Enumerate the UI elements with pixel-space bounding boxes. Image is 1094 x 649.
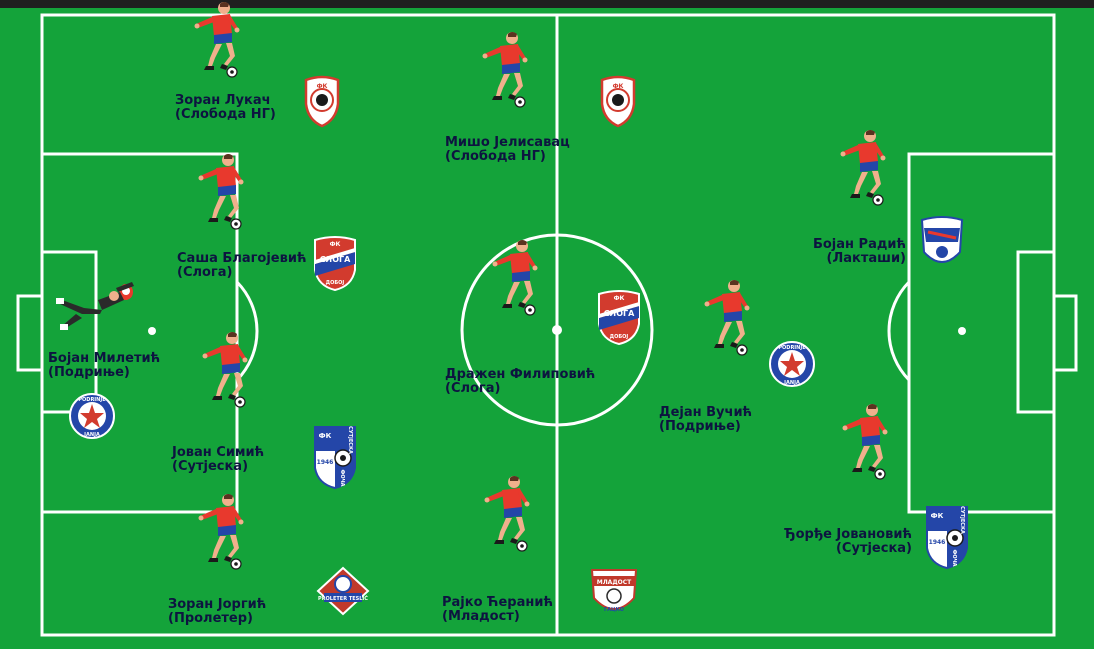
player-figure-icon: [194, 152, 250, 232]
player-club: (Слобода НГ): [445, 150, 570, 164]
player-name: Мишо Јелисавац: [445, 136, 570, 150]
sloga-crest-city: ДОБОЈ: [610, 334, 629, 340]
player-figure-icon: [190, 0, 246, 80]
sutjeska-crest-year: 1946: [929, 539, 946, 546]
podrinje-crest-icon: PODRINJE JANJA: [68, 392, 116, 440]
podrinje-crest-top: PODRINJE: [778, 345, 806, 351]
sloboda-crest-label: ФК: [317, 83, 328, 90]
player-label: Зоран Лукач(Слобода НГ): [175, 94, 276, 122]
player-figure-icon: [700, 278, 756, 358]
player-name: Рајко Ћеранић: [442, 596, 553, 610]
player-name: Зоран Лукач: [175, 94, 276, 108]
podrinje-crest-bottom: JANJA: [783, 380, 800, 386]
player-club: (Подриње): [659, 420, 752, 434]
player-club: (Слога): [177, 266, 307, 280]
right-goal: [1054, 296, 1076, 370]
sloga-crest-top: ФК: [614, 295, 625, 302]
player-club: (Подриње): [48, 366, 160, 380]
player-figure-icon: [836, 128, 892, 208]
podrinje-crest-icon: PODRINJE JANJA: [768, 340, 816, 388]
player-club: (Сутјеска): [172, 460, 264, 474]
sutjeska-crest-icon: ФК 1946 СУТЈЕСКА ФОЧА: [924, 504, 970, 570]
sloga-crest-label: СЛОГА: [320, 255, 351, 264]
sloboda-crest-label: ФК: [613, 83, 624, 90]
mladost-crest-icon: МЛАДОСТ ГАЦКО: [588, 564, 640, 620]
player-name: Дражен Филиповић: [445, 368, 595, 382]
player-label: Бојан Радић(Лакташи): [813, 238, 906, 266]
player-label: Зоран Јоргић(Пролетер): [168, 598, 266, 626]
player-label: Рајко Ћеранић(Младост): [442, 596, 553, 624]
sutjeska-crest-city: ФОЧА: [951, 549, 957, 566]
player-club: (Младост): [442, 610, 553, 624]
player-club: (Слога): [445, 382, 595, 396]
right-penalty-arc: [889, 282, 909, 380]
sloboda-crest-icon: ФК: [598, 74, 638, 128]
sloga-crest-icon: ФК СЛОГА ДОБОЈ: [596, 288, 642, 346]
centre-spot: [552, 325, 562, 335]
sutjeska-crest-city: ФОЧА: [339, 469, 345, 486]
podrinje-crest-bottom: JANJA: [83, 432, 100, 438]
player-label: Дражен Филиповић(Слога): [445, 368, 595, 396]
player-label: Бојан Милетић(Подриње): [48, 352, 160, 380]
player-club: (Пролетер): [168, 612, 266, 626]
right-penalty-spot: [958, 327, 966, 335]
sutjeska-crest-icon: ФК 1946 СУТЈЕСКА ФОЧА: [312, 424, 358, 490]
sloga-crest-top: ФК: [330, 241, 341, 248]
player-club: (Лакташи): [813, 252, 906, 266]
player-name: Дејан Вучић: [659, 406, 752, 420]
player-club: (Сутјеска): [784, 542, 912, 556]
sutjeska-crest-year: 1946: [317, 459, 334, 466]
sutjeska-crest-label: СУТЈЕСКА: [959, 506, 965, 534]
player-label: Дејан Вучић(Подриње): [659, 406, 752, 434]
right-penalty-area: [909, 154, 1054, 512]
sutjeska-crest-label: СУТЈЕСКА: [347, 426, 353, 454]
player-figure-icon: [488, 238, 544, 318]
player-name: Ђорђе Јовановић: [784, 528, 912, 542]
sloga-crest-label: СЛОГА: [604, 309, 635, 318]
right-goal-area: [1018, 252, 1054, 412]
sloga-crest-city: ДОБОЈ: [326, 280, 345, 286]
player-name: Бојан Радић: [813, 238, 906, 252]
goalkeeper-figure-icon: [54, 278, 138, 334]
laktasi-crest-icon: [918, 214, 966, 274]
player-figure-icon: [478, 30, 534, 110]
sloga-crest-icon: ФК СЛОГА ДОБОЈ: [312, 234, 358, 292]
sutjeska-crest-top: ФК: [931, 512, 944, 520]
proleter-crest-icon: PROLETER TESLIĆ: [316, 566, 370, 616]
player-figure-icon: [838, 402, 894, 482]
player-name: Зоран Јоргић: [168, 598, 266, 612]
player-figure-icon: [194, 492, 250, 572]
proleter-crest-label: PROLETER TESLIĆ: [318, 595, 368, 602]
player-label: Мишо Јелисавац(Слобода НГ): [445, 136, 570, 164]
player-figure-icon: [198, 330, 254, 410]
left-goal: [18, 296, 42, 370]
player-label: Саша Благојевић(Слога): [177, 252, 307, 280]
sloboda-crest-icon: ФК: [302, 74, 342, 128]
player-name: Саша Благојевић: [177, 252, 307, 266]
mladost-crest-label: МЛАДОСТ: [597, 579, 632, 586]
player-name: Јован Симић: [172, 446, 264, 460]
player-club: (Слобода НГ): [175, 108, 276, 122]
player-figure-icon: [480, 474, 536, 554]
mladost-crest-city: ГАЦКО: [604, 607, 624, 613]
sutjeska-crest-top: ФК: [319, 432, 332, 440]
player-name: Бојан Милетић: [48, 352, 160, 366]
player-label: Јован Симић(Сутјеска): [172, 446, 264, 474]
podrinje-crest-top: PODRINJE: [78, 397, 106, 403]
left-penalty-spot: [148, 327, 156, 335]
player-label: Ђорђе Јовановић(Сутјеска): [784, 528, 912, 556]
